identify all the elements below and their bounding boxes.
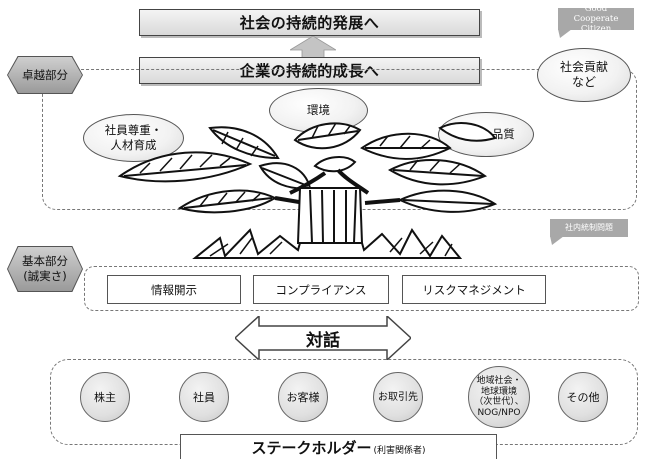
environment-text: 環境 [307,103,330,117]
tree-illustration [117,122,498,259]
upward-arrow-icon [290,36,336,58]
stakeholder-employees: 社員 [179,372,229,422]
society-development-text: 社会の持続的発展へ [239,14,380,32]
stakeholders-frame [50,359,638,445]
corporate-growth-banner: 企業の持続的成長へ [139,57,480,84]
info-disclosure-text: 情報開示 [151,282,197,297]
info-disclosure-box: 情報開示 [107,275,241,304]
compliance-text: コンプライアンス [275,282,367,297]
social-contribution-text: 社会貢献 など [559,60,608,89]
corporate-growth-text: 企業の持続的成長へ [239,62,380,80]
internal-control-text: 社内統制問題 [565,223,613,232]
stakeholder-business-partners: お取引先 [373,372,423,422]
callout-pointer-icon [550,236,564,245]
excellence-label-hex: 卓越部分 [7,56,83,94]
stakeholders-subtitle: (利害関係者) [373,445,426,456]
stakeholder-label: 社員 [193,390,215,404]
stakeholder-others: その他 [558,372,608,422]
employee-development-bubble: 社員尊重・ 人材育成 [83,114,184,162]
dialogue-double-arrow-icon [235,316,411,360]
dialogue-text: 対話 [306,330,340,351]
society-development-banner: 社会の持続的発展へ [139,9,480,36]
stakeholders-title: ステークホルダー [251,438,372,457]
stakeholder-label: 地域社会・ 地球環境 （次世代）、 NOG/NPO [474,376,524,418]
dialogue-label: 対話 [235,316,411,360]
basic-label-hex: 基本部分 (誠実さ) [7,246,83,292]
good-citizen-text: Good Cooperate Citizen [573,4,619,34]
risk-management-text: リスクマネジメント [422,282,526,297]
employee-development-text: 社員尊重・ 人材育成 [104,123,163,152]
basic-section-frame [84,266,639,311]
compliance-box: コンプライアンス [253,275,389,304]
excellence-label-text: 卓越部分 [22,67,68,82]
social-contribution-bubble: 社会貢献 など [537,48,631,102]
internal-control-callout: 社内統制問題 [550,219,628,237]
stakeholder-label: その他 [566,390,600,404]
callout-pointer-icon [558,29,572,38]
stakeholder-customers: お客様 [278,372,328,422]
stakeholders-title-box: ステークホルダー (利害関係者) [180,434,497,459]
good-citizen-callout: Good Cooperate Citizen [558,4,634,34]
stakeholder-shareholders: 株主 [80,372,130,422]
stakeholder-community: 地域社会・ 地球環境 （次世代）、 NOG/NPO [468,366,530,428]
basic-label-text: 基本部分 (誠実さ) [22,254,68,283]
stakeholder-label: お取引先 [378,391,418,403]
stakeholder-label: 株主 [94,390,116,404]
stakeholder-label: お客様 [286,390,320,404]
risk-management-box: リスクマネジメント [402,275,546,304]
